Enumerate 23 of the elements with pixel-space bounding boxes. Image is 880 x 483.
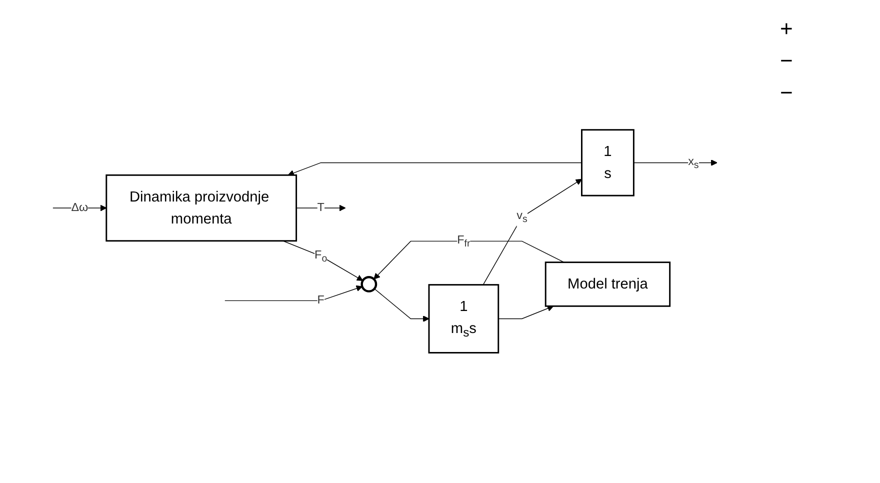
sign-label: + [780, 16, 794, 42]
arrow [498, 306, 554, 320]
arrow [224, 286, 362, 302]
edge-label: F [317, 294, 324, 307]
arrow [296, 204, 346, 212]
edge-label: v$_{s}$ [516, 210, 528, 225]
sign-label: − [780, 80, 794, 106]
node-box: Dinamika proizvodnje momenta [106, 174, 298, 242]
edge-label: x$_{s}$ [688, 156, 699, 170]
node-box: 1 s [581, 129, 634, 197]
arrow [288, 162, 582, 176]
edge-label: T [317, 202, 324, 214]
arrow [482, 179, 582, 286]
node-box: 1 m$_{s}$s [428, 284, 500, 354]
arrow [633, 160, 718, 166]
arrow [374, 288, 430, 322]
edge-label: F$_{o}$ [314, 248, 328, 264]
sign-label: − [780, 48, 794, 74]
edge-label: Δω [71, 202, 88, 214]
node-box: Model trenja [544, 262, 671, 308]
edge-label: F$_{fr}$ [457, 234, 470, 249]
node-circle [360, 276, 378, 293]
arrow [374, 241, 564, 280]
